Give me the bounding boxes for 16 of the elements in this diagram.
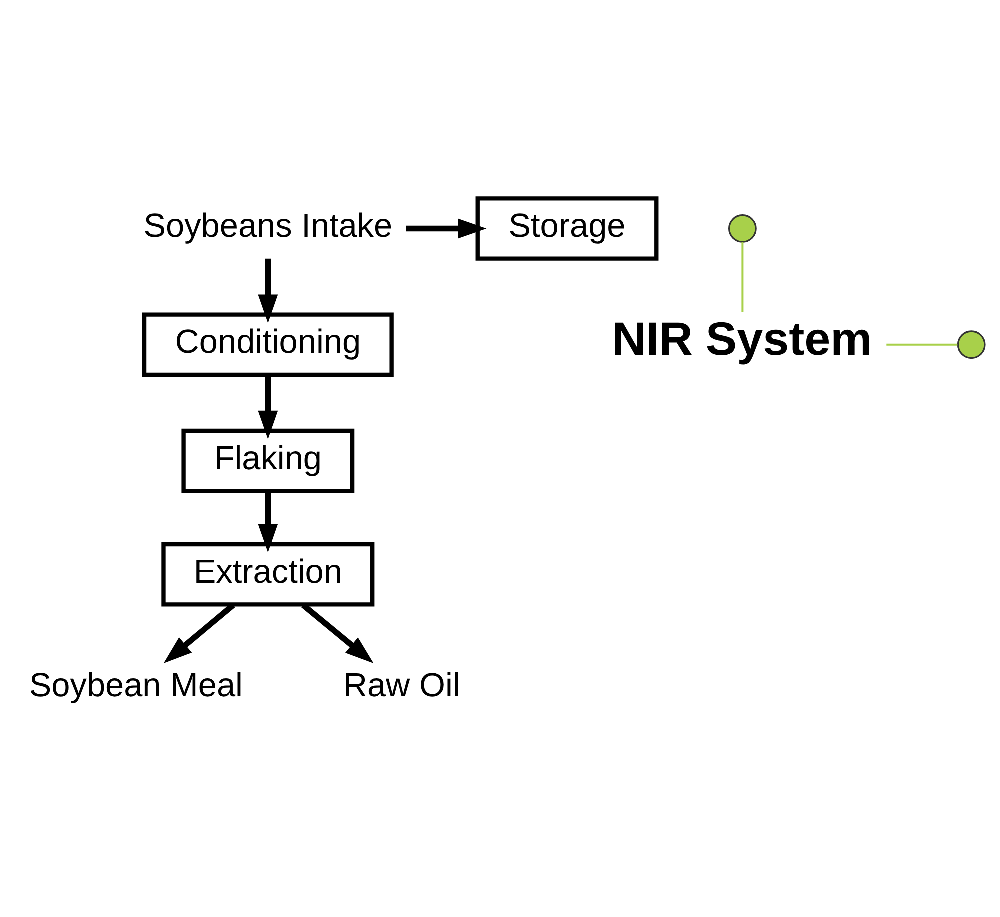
node-text: NIR System — [612, 312, 872, 365]
arrow — [258, 492, 278, 553]
node-text: Soybean Meal — [29, 668, 243, 705]
node-box: Extraction — [162, 542, 375, 607]
node-box: Storage — [476, 196, 659, 261]
node-text: Soybeans Intake — [144, 208, 393, 246]
arrow — [258, 375, 278, 440]
connector — [886, 344, 958, 346]
node-circle — [957, 330, 986, 360]
arrow — [406, 218, 487, 239]
node-circle — [728, 214, 757, 243]
node-box: Flaking — [182, 428, 355, 494]
node-box: Conditioning — [142, 312, 394, 378]
arrow — [258, 258, 278, 324]
node-text: Raw Oil — [343, 668, 460, 705]
connector — [742, 242, 744, 312]
